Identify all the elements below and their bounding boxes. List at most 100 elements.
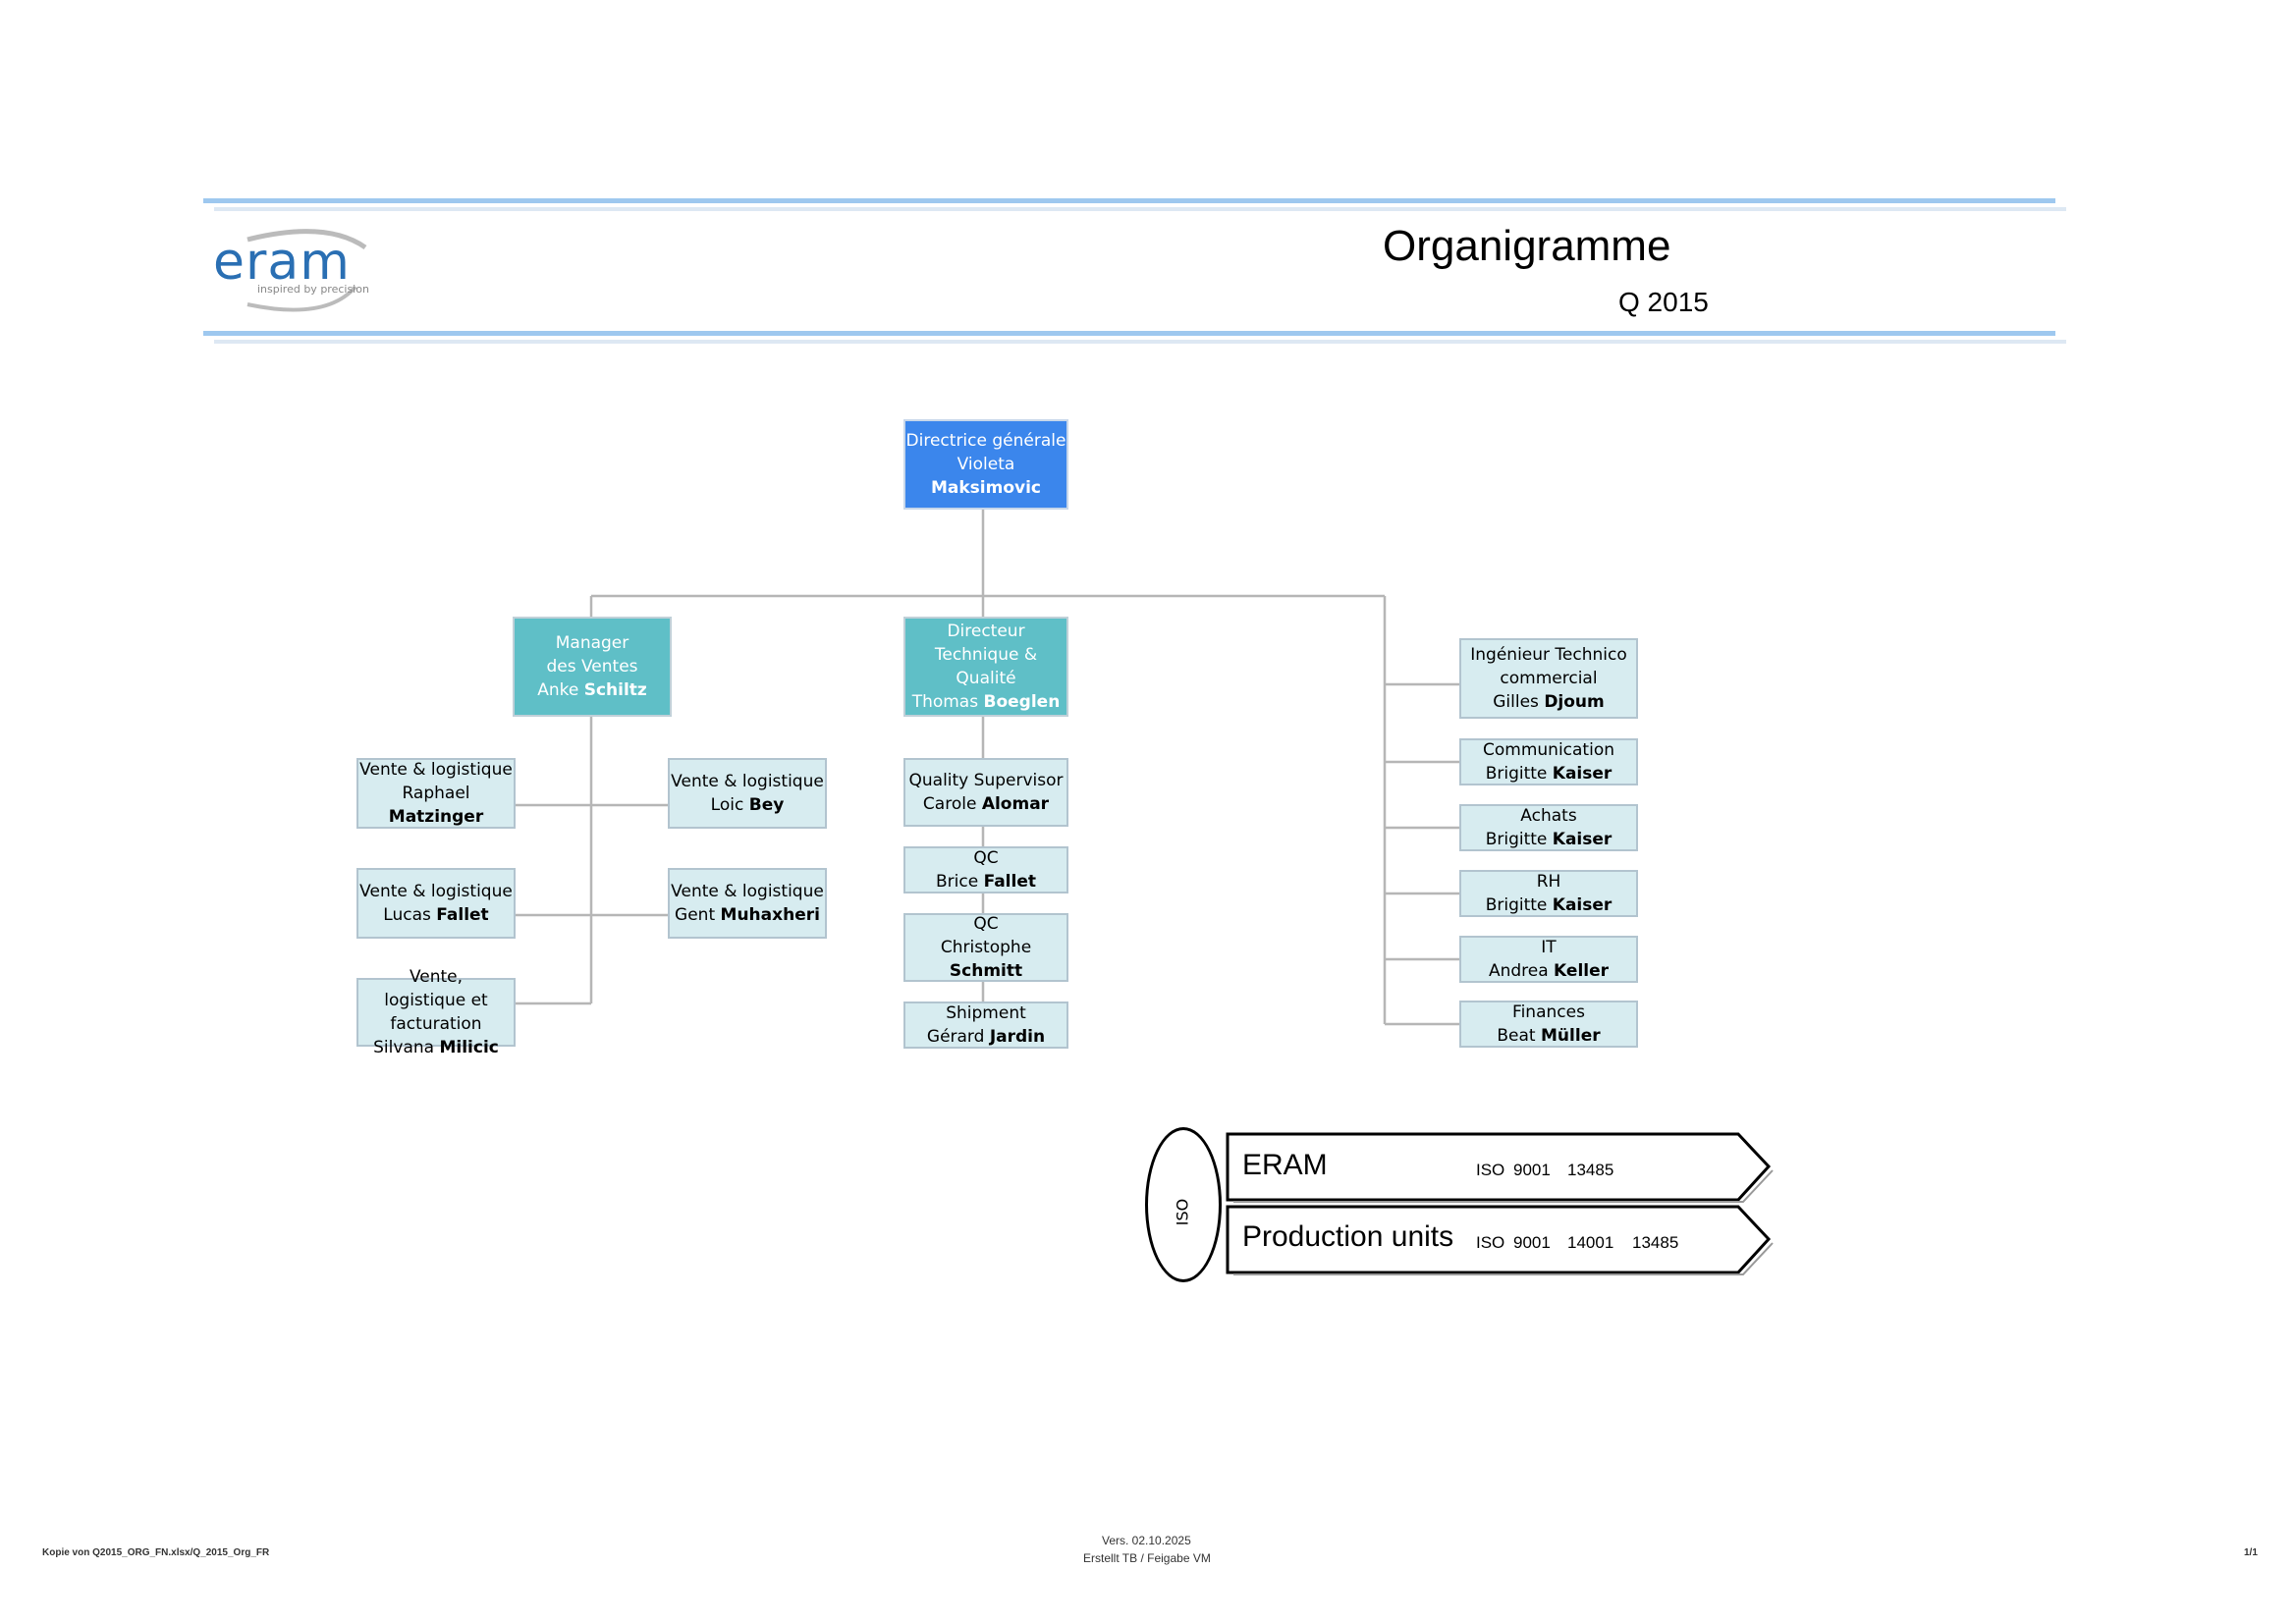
logo-tagline: inspired by precision xyxy=(257,283,369,296)
org-box-tech-4[interactable]: Shipment Gérard Jardin xyxy=(903,1001,1068,1049)
iso-row-eram-name: ERAM xyxy=(1242,1149,1328,1181)
logo-wordmark: eram xyxy=(213,233,351,292)
staff-3-last-name: Kaiser xyxy=(1552,830,1613,849)
sales-manager-role: Manager des Ventes xyxy=(546,633,638,677)
staff-6-last-name: Müller xyxy=(1541,1026,1601,1046)
sales-2-role: Vente & logistique xyxy=(671,772,824,791)
org-box-staff-6[interactable]: Finances Beat Müller xyxy=(1459,1001,1638,1048)
sales-1-role: Vente & logistique xyxy=(359,760,513,780)
tech-2-last-name: Fallet xyxy=(983,872,1036,892)
org-box-sales-2[interactable]: Vente & logistique Loic Bey xyxy=(668,758,827,829)
sales-4-role: Vente & logistique xyxy=(671,882,824,901)
sales-2-last-name: Bey xyxy=(748,795,785,815)
staff-1-last-name: Djoum xyxy=(1544,692,1605,712)
org-box-staff-5[interactable]: IT Andrea Keller xyxy=(1459,936,1638,983)
org-box-staff-4[interactable]: RH Brigitte Kaiser xyxy=(1459,870,1638,917)
staff-4-first-name: Brigitte xyxy=(1485,895,1548,915)
staff-2-first-name: Brigitte xyxy=(1485,764,1548,784)
sales-manager-first-name: Anke xyxy=(537,680,579,700)
tech-4-role: Shipment xyxy=(946,1003,1026,1023)
tech-3-first-name: Christophe xyxy=(940,938,1032,957)
footer-page: 1/1 xyxy=(2244,1547,2258,1558)
org-box-sales-manager[interactable]: Manager des Ventes Anke Schiltz xyxy=(513,617,672,717)
sales-4-first-name: Gent xyxy=(675,905,716,925)
org-box-staff-2[interactable]: Communication Brigitte Kaiser xyxy=(1459,738,1638,785)
org-box-staff-1[interactable]: Ingénieur Technico commercial Gilles Djo… xyxy=(1459,638,1638,719)
ceo-role: Directrice générale xyxy=(905,431,1066,451)
org-box-sales-1[interactable]: Vente & logistique Raphael Matzinger xyxy=(356,758,516,829)
iso-row-production-std-3: 13485 xyxy=(1632,1233,1679,1252)
staff-2-role: Communication xyxy=(1483,740,1614,760)
org-box-sales-5[interactable]: Vente, logistique et facturation Silvana… xyxy=(356,967,516,1057)
staff-5-last-name: Keller xyxy=(1554,961,1610,981)
staff-1-role: Ingénieur Technico commercial xyxy=(1470,645,1627,688)
iso-row-production-iso: ISO xyxy=(1476,1233,1505,1252)
tech-2-first-name: Brice xyxy=(936,872,979,892)
iso-row-production-std-1: 9001 xyxy=(1513,1233,1551,1252)
tech-4-last-name: Jardin xyxy=(989,1027,1046,1047)
iso-row-eram-std-2: 13485 xyxy=(1567,1161,1614,1179)
header-rule-top-shadow xyxy=(214,207,2066,211)
ceo-last-name: Maksimovic xyxy=(930,478,1042,498)
sales-manager-last-name: Schiltz xyxy=(583,680,647,700)
org-box-staff-3[interactable]: Achats Brigitte Kaiser xyxy=(1459,804,1638,851)
sales-2-first-name: Loic xyxy=(710,795,744,815)
staff-5-first-name: Andrea xyxy=(1488,961,1549,981)
sales-5-last-name: Milicic xyxy=(439,1038,499,1057)
staff-3-first-name: Brigitte xyxy=(1485,830,1548,849)
iso-ellipse xyxy=(1145,1127,1222,1282)
company-logo: eram inspired by precision xyxy=(208,228,375,316)
ceo-first-name: Violeta xyxy=(957,455,1015,474)
org-box-sales-3[interactable]: Vente & logistique Lucas Fallet xyxy=(356,868,516,939)
staff-6-first-name: Beat xyxy=(1497,1026,1536,1046)
staff-1-first-name: Gilles xyxy=(1493,692,1539,712)
sales-5-role: Vente, logistique et facturation xyxy=(384,967,488,1034)
tech-2-role: QC xyxy=(973,848,999,868)
header-rule-bottom xyxy=(203,331,2055,336)
iso-arrow-eram xyxy=(1226,1132,1772,1202)
tech-director-first-name: Thomas xyxy=(911,692,979,712)
header-rule-top xyxy=(203,198,2055,203)
sales-4-last-name: Muhaxheri xyxy=(720,905,820,925)
footer-filename: Kopie von Q2015_ORG_FN.xlsx/Q_2015_Org_F… xyxy=(42,1547,270,1558)
sales-5-first-name: Silvana xyxy=(373,1038,435,1057)
tech-1-role: Quality Supervisor xyxy=(908,771,1064,790)
iso-arrow-production-shadow xyxy=(1233,1242,1774,1275)
org-box-sales-4[interactable]: Vente & logistique Gent Muhaxheri xyxy=(668,868,827,939)
tech-1-last-name: Alomar xyxy=(981,794,1050,814)
tech-4-first-name: Gérard xyxy=(926,1027,985,1047)
sales-1-first-name: Raphael xyxy=(402,784,470,803)
org-box-tech-3[interactable]: QC Christophe Schmitt xyxy=(903,913,1068,982)
staff-4-last-name: Kaiser xyxy=(1552,895,1613,915)
staff-5-role: IT xyxy=(1541,938,1557,957)
tech-director-last-name: Boeglen xyxy=(983,692,1061,712)
logo-swoosh-icon xyxy=(246,229,367,312)
tech-3-last-name: Schmitt xyxy=(949,961,1023,981)
org-box-ceo[interactable]: Directrice générale Violeta Maksimovic xyxy=(903,419,1068,510)
footer-version: Vers. 02.10.2025 xyxy=(1102,1534,1191,1547)
header-rule-bottom-shadow xyxy=(214,340,2066,344)
sales-3-first-name: Lucas xyxy=(383,905,431,925)
footer-created: Erstellt TB / Feigabe VM xyxy=(1083,1551,1211,1565)
org-box-tech-1[interactable]: Quality Supervisor Carole Alomar xyxy=(903,758,1068,827)
org-box-tech-director[interactable]: Directeur Technique & Qualité Thomas Boe… xyxy=(903,617,1068,717)
iso-arrow-production xyxy=(1226,1205,1772,1274)
page-subtitle: Q 2015 xyxy=(1618,287,1709,317)
iso-row-eram-std-1: 9001 xyxy=(1513,1161,1551,1179)
page-title: Organigramme xyxy=(1383,222,1671,270)
iso-arrow-eram-shadow xyxy=(1233,1169,1774,1203)
tech-1-first-name: Carole xyxy=(922,794,977,814)
iso-row-eram-iso: ISO xyxy=(1476,1161,1505,1179)
tech-director-role: Directeur Technique & Qualité xyxy=(934,622,1038,688)
staff-4-role: RH xyxy=(1536,872,1561,892)
staff-6-role: Finances xyxy=(1512,1002,1585,1022)
iso-row-production-name: Production units xyxy=(1242,1220,1454,1253)
iso-row-production-std-2: 14001 xyxy=(1567,1233,1614,1252)
tech-3-role: QC xyxy=(973,914,999,934)
org-box-tech-2[interactable]: QC Brice Fallet xyxy=(903,846,1068,893)
sales-1-last-name: Matzinger xyxy=(388,807,484,827)
staff-2-last-name: Kaiser xyxy=(1552,764,1613,784)
sales-3-role: Vente & logistique xyxy=(359,882,513,901)
staff-3-role: Achats xyxy=(1520,806,1577,826)
